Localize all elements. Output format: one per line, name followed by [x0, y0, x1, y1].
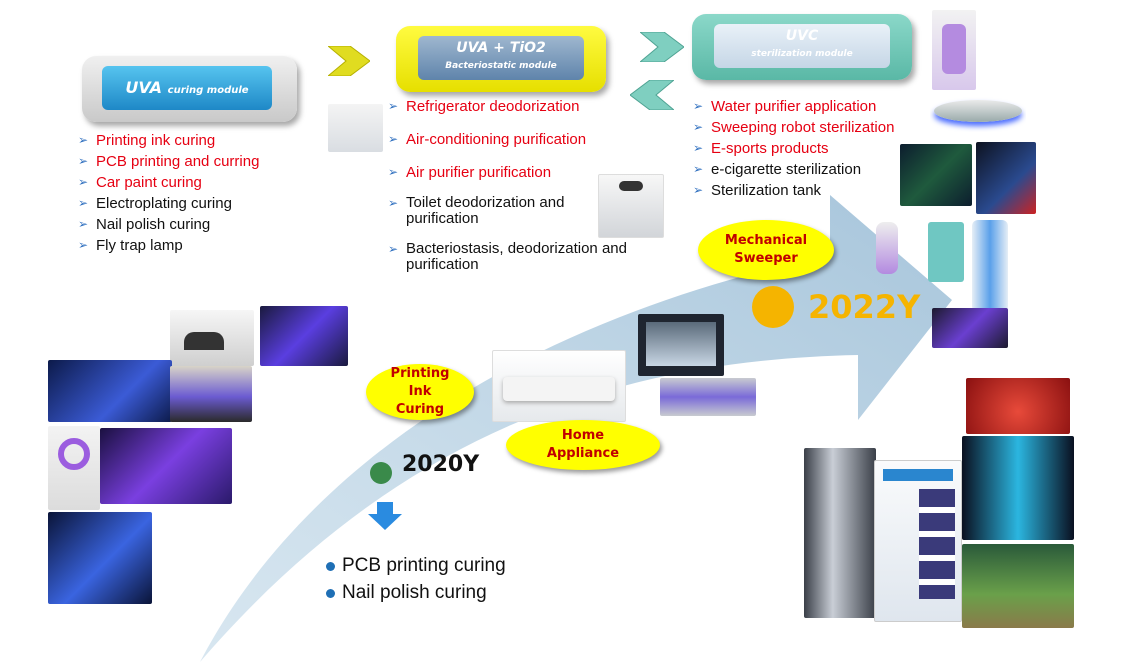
list-item: Electroplating curing	[78, 193, 259, 214]
uva-module-label: UVA curing module	[102, 66, 272, 110]
uv-ink-curing-photo	[100, 428, 232, 504]
tio2-subtitle: Bacteriostatic module	[445, 61, 557, 71]
list-item: Sterilization tank	[693, 180, 894, 201]
list-item: Fly trap lamp	[78, 235, 259, 256]
down-arrow-icon	[368, 502, 402, 530]
tio2-module-label: UVA + TiO2 Bacteriostatic module	[418, 36, 584, 80]
esports-pc-photo	[976, 142, 1036, 214]
sweeping-robot-photo	[930, 92, 1026, 132]
air-purifier-photo	[328, 104, 383, 152]
list-item: Refrigerator deodorization	[388, 96, 658, 117]
list-item: Toilet deodorization and purification	[388, 195, 596, 227]
water-tank-uv-photo	[962, 436, 1074, 540]
year-2020-dot	[370, 462, 392, 484]
uvc-title: UVC	[785, 28, 819, 44]
sterilization-tank-photo	[972, 220, 1008, 312]
fly-trap-lamp-photo	[48, 426, 100, 510]
list-item: Nail polish curing	[78, 214, 259, 235]
mechanical-sweeper-text: Mechanical Sweeper	[724, 233, 808, 266]
e-cigarette-photo	[876, 222, 898, 274]
uvc-module-label: UVC sterilization module	[714, 24, 890, 68]
aquarium-photo	[962, 544, 1074, 628]
list-item: Sweeping robot sterilization	[693, 117, 894, 138]
list-item: e-cigarette sterilization	[693, 159, 894, 180]
curing-machine-photo	[170, 366, 252, 422]
dish-sterilizer-photo	[638, 314, 724, 376]
air-purifier-photo-2	[598, 174, 664, 238]
esports-monitor-photo	[900, 144, 972, 206]
year-2022-dot	[752, 286, 794, 328]
nail-lamp-photo	[170, 310, 254, 366]
home-appliance-text: Home Appliance	[546, 428, 620, 461]
uv-glue-photo	[48, 512, 152, 604]
list-item: Car paint curing	[78, 172, 259, 193]
right-chevron-icon	[328, 46, 370, 76]
year-2020-label: 2020Y	[402, 452, 480, 477]
list-item: PCB printing and curring	[78, 151, 259, 172]
purifier-tower-photo	[804, 448, 876, 618]
uv-curing-lamp-photo	[260, 306, 348, 366]
sterilizer-photo	[928, 222, 964, 282]
tio2-module-box: UVA + TiO2 Bacteriostatic module	[396, 26, 606, 92]
keyboard-photo	[932, 308, 1008, 348]
uv-lamp-tube-photo	[660, 378, 756, 416]
printing-ink-curing-label: Printing Ink Curing	[366, 364, 474, 420]
uva-subtitle: curing module	[167, 85, 249, 96]
air-conditioner-photo	[492, 350, 626, 422]
right-chevron-icon-2	[640, 32, 684, 62]
list-item: Nail polish curing	[326, 579, 506, 606]
year-2022-label: 2022Y	[808, 288, 921, 326]
list-item: Air purifier purification	[388, 162, 658, 183]
home-appliance-label: Home Appliance	[506, 420, 660, 470]
tio2-title: UVA + TiO2	[456, 40, 546, 56]
uvc-module-box: UVC sterilization module	[692, 14, 912, 80]
uvc-subtitle: sterilization module	[751, 49, 853, 59]
uva-module-box: UVA curing module	[82, 56, 297, 122]
tio2-application-list: Refrigerator deodorization Air-condition…	[388, 96, 658, 273]
product-brochure-photo	[874, 460, 962, 622]
pcb-curing-photo	[48, 360, 172, 422]
uva-application-list: Printing ink curing PCB printing and cur…	[78, 130, 259, 256]
list-item: Bacteriostasis, deodorization and purifi…	[388, 241, 656, 273]
mechanical-sweeper-label: Mechanical Sweeper	[698, 220, 834, 280]
uvc-application-list: Water purifier application Sweeping robo…	[693, 96, 894, 201]
list-item: PCB printing curing	[326, 552, 506, 579]
water-purifier-photo	[932, 10, 976, 90]
list-item: E-sports products	[693, 138, 894, 159]
list-item: Printing ink curing	[78, 130, 259, 151]
uva-title: UVA	[125, 78, 163, 97]
list-item: Air-conditioning purification	[388, 129, 658, 150]
red-robot-photo	[966, 378, 1070, 434]
printing-ink-curing-text: Printing Ink Curing	[390, 366, 450, 417]
list-item: Water purifier application	[693, 96, 894, 117]
early-application-list: PCB printing curing Nail polish curing	[326, 552, 506, 606]
